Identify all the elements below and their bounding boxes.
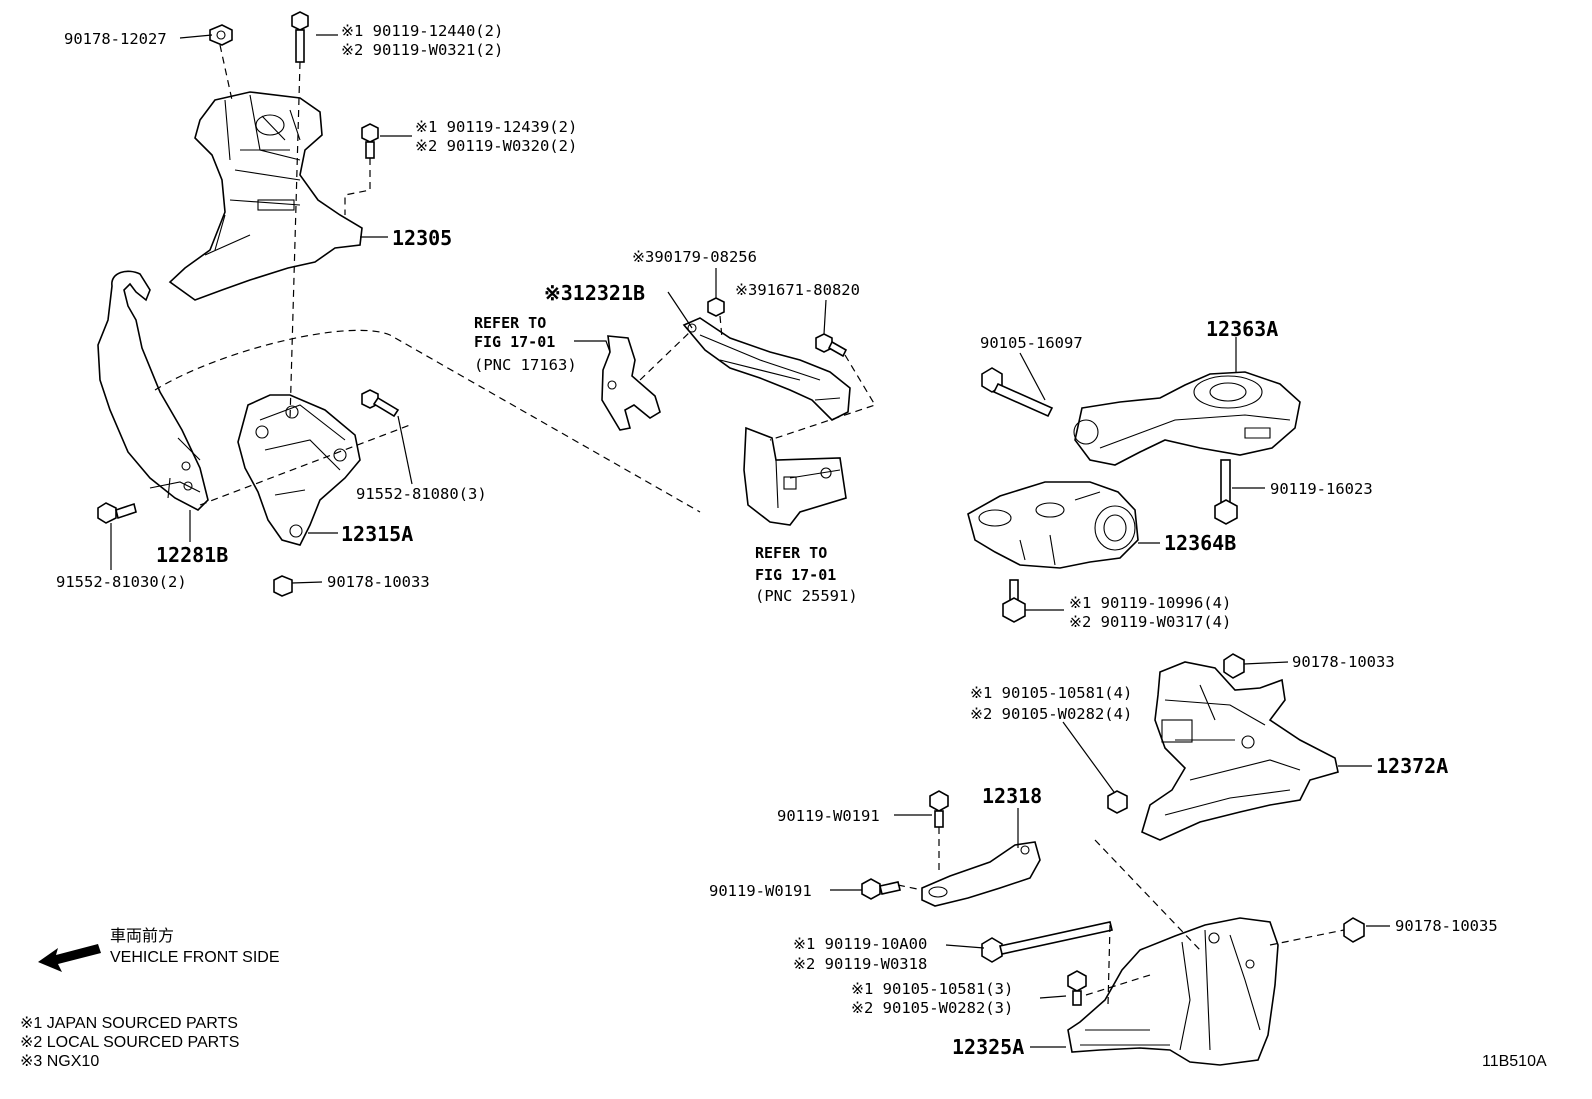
label-12318: 12318: [982, 784, 1042, 808]
refer-note-2-line3: (PNC 25591): [755, 587, 858, 605]
label-12363a: 12363A: [1206, 317, 1278, 341]
reference-bracket-17163: [601, 335, 661, 431]
assembly-dashed-lines: [154, 44, 1345, 1006]
label-90119-16023: 90119-16023: [1270, 480, 1373, 498]
bracket-12315a[interactable]: [237, 394, 361, 546]
label-90178-10033-right: 90178-10033: [1292, 653, 1395, 671]
nut-90179-08256[interactable]: [707, 297, 725, 317]
label-91552-81080: 91552-81080(3): [356, 485, 487, 503]
reference-bracket-25591: [743, 426, 847, 526]
mount-12364b[interactable]: [967, 481, 1139, 569]
vehicle-front-en-label: VEHICLE FRONT SIDE: [110, 949, 280, 966]
bolt-90119-12440[interactable]: [291, 11, 309, 63]
vehicle-front-arrow: [38, 944, 101, 972]
label-90119-10a00: ※1 90119-10A00: [793, 935, 927, 953]
bolt-90105-10581-3[interactable]: [1067, 970, 1087, 1006]
bolt-91671-80820[interactable]: [815, 333, 848, 358]
label-90119-w0318: ※2 90119-W0318: [793, 955, 927, 973]
label-12305: 12305: [392, 226, 452, 250]
label-90178-12027: 90178-12027: [64, 30, 167, 48]
bolt-90119-10a00[interactable]: [981, 921, 1113, 963]
bracket-12325a[interactable]: [1067, 917, 1279, 1066]
label-12325a: 12325A: [952, 1035, 1024, 1059]
leader-lines: [110, 34, 1390, 1048]
label-90105-w0282-4: ※2 90105-W0282(4): [970, 705, 1132, 723]
bolt-90119-10996[interactable]: [1002, 579, 1026, 623]
refer-note-1-line2: FIG 17-01: [474, 333, 555, 351]
nut-90178-10035[interactable]: [1343, 917, 1365, 943]
label-90105-10581-3: ※1 90105-10581(3): [851, 980, 1013, 998]
label-12321b: ※312321B: [544, 281, 645, 305]
refer-note-2-line2: FIG 17-01: [755, 566, 836, 584]
legend-note-2: ※2 LOCAL SOURCED PARTS: [20, 1034, 239, 1051]
label-90105-w0282-3: ※2 90105-W0282(3): [851, 999, 1013, 1017]
label-12372a: 12372A: [1376, 754, 1448, 778]
label-12364b: 12364B: [1164, 531, 1236, 555]
legend-note-1: ※1 JAPAN SOURCED PARTS: [20, 1015, 238, 1032]
bolt-90105-10581-4[interactable]: [1107, 790, 1128, 814]
label-90119-w0191-top: 90119-W0191: [777, 807, 880, 825]
engine-mount-12305[interactable]: [168, 91, 363, 301]
bolt-90119-12439[interactable]: [361, 123, 379, 159]
label-90119-w0320: ※2 90119-W0320(2): [415, 137, 577, 155]
label-90105-16097: 90105-16097: [980, 334, 1083, 352]
label-90119-10996: ※1 90119-10996(4): [1069, 594, 1231, 612]
bolt-90119-w0191-top[interactable]: [929, 790, 949, 828]
label-91552-81030: 91552-81030(2): [56, 573, 187, 591]
nut-90178-10033-right[interactable]: [1223, 653, 1245, 679]
label-90105-10581-4: ※1 90105-10581(4): [970, 684, 1132, 702]
bolt-90119-16023[interactable]: [1214, 459, 1238, 525]
bolt-90105-16097[interactable]: [981, 367, 1054, 418]
illustration-code: 11B510A: [1482, 1053, 1547, 1070]
bolt-91552-81030[interactable]: [97, 502, 137, 524]
label-90119-12439: ※1 90119-12439(2): [415, 118, 577, 136]
legend-note-3: ※3 NGX10: [20, 1053, 99, 1070]
bolt-91552-81080[interactable]: [361, 389, 400, 418]
refer-note-1-line1: REFER TO: [474, 314, 546, 332]
label-12281b: 12281B: [156, 543, 228, 567]
refer-note-2-line1: REFER TO: [755, 544, 827, 562]
bracket-12281b[interactable]: [97, 270, 209, 511]
vehicle-front-jp-label: 車両前方: [110, 927, 174, 945]
label-90179-08256: ※390179-08256: [632, 248, 757, 266]
label-91671-80820: ※391671-80820: [735, 281, 860, 299]
mount-12372a[interactable]: [1141, 661, 1339, 841]
refer-note-1-line3: (PNC 17163): [474, 356, 577, 374]
label-90178-10033-left: 90178-10033: [327, 573, 430, 591]
nut-90178-12027[interactable]: [209, 24, 233, 46]
bracket-12321b[interactable]: [682, 317, 851, 421]
nut-90178-10033-left[interactable]: [273, 575, 293, 597]
label-90119-w0321: ※2 90119-W0321(2): [341, 41, 503, 59]
label-12315a: 12315A: [341, 522, 413, 546]
label-90119-w0317: ※2 90119-W0317(4): [1069, 613, 1231, 631]
bracket-12318[interactable]: [921, 841, 1041, 907]
bolt-90119-w0191-side[interactable]: [861, 878, 901, 900]
label-90119-12440: ※1 90119-12440(2): [341, 22, 503, 40]
torque-rod-12363a[interactable]: [1073, 371, 1301, 466]
label-90119-w0191-side: 90119-W0191: [709, 882, 812, 900]
label-90178-10035: 90178-10035: [1395, 917, 1498, 935]
